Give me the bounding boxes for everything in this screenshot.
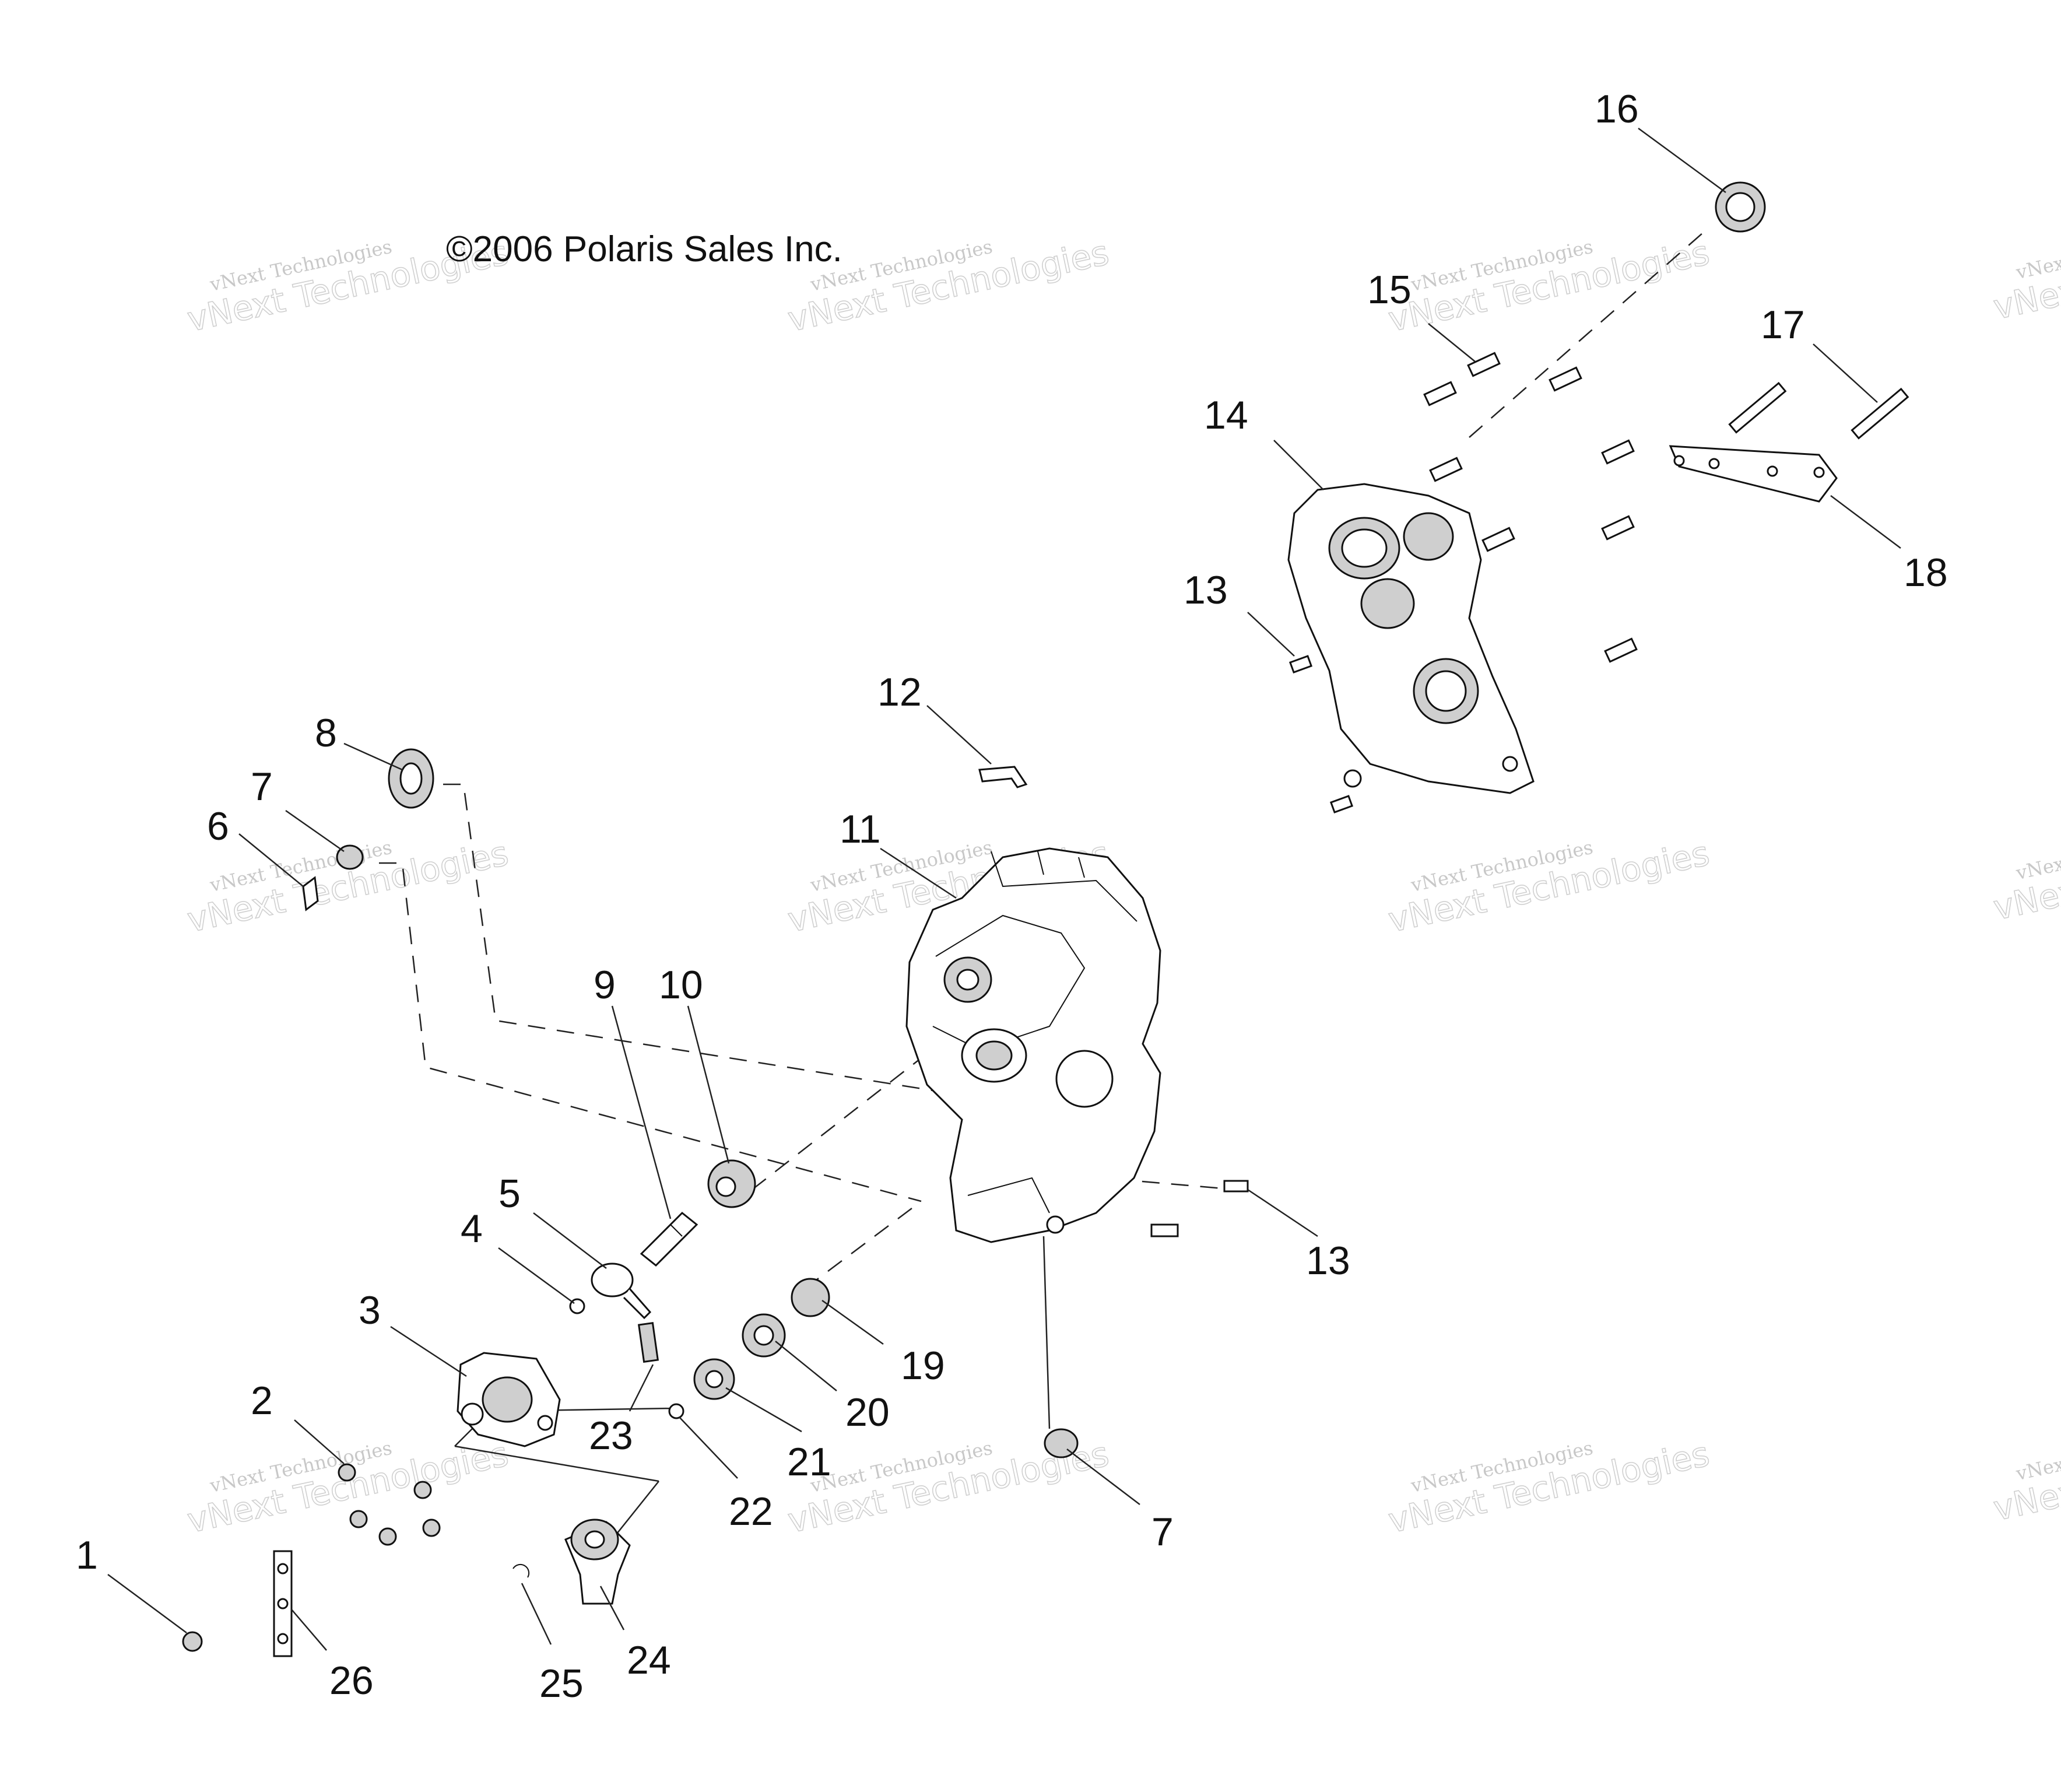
callout-25: 25 xyxy=(539,1661,584,1706)
callout-7b: 7 xyxy=(1151,1510,1174,1554)
callout-16: 16 xyxy=(1595,87,1639,131)
shift-drum-24-part xyxy=(564,1519,631,1605)
callout-11: 11 xyxy=(840,807,881,851)
callout-3: 3 xyxy=(359,1288,381,1332)
callout-24: 24 xyxy=(627,1638,671,1682)
watermark: vNext Technologies vNext Technologies xyxy=(1989,820,2061,928)
watermark: vNext Technologies vNext Technologies xyxy=(1385,833,1714,941)
shift-arm-26-part xyxy=(273,1550,293,1657)
callout-9: 9 xyxy=(594,963,616,1007)
callout-20: 20 xyxy=(845,1390,890,1435)
clip-6-part xyxy=(302,876,319,911)
callout-5: 5 xyxy=(498,1172,521,1216)
bearing-16-part xyxy=(1715,181,1766,233)
leader-lines xyxy=(107,127,1901,1651)
watermark: vNext Technologies vNext Technologies xyxy=(1989,220,2061,328)
nut-1-part xyxy=(182,1631,203,1652)
copyright-text: ©2006 Polaris Sales Inc. xyxy=(446,229,842,269)
callout-19: 19 xyxy=(901,1344,945,1388)
ball-22-part xyxy=(668,1403,684,1419)
callout-2: 2 xyxy=(251,1379,273,1423)
callout-4: 4 xyxy=(461,1207,483,1251)
case-cover-part xyxy=(1287,483,1535,794)
callout-23: 23 xyxy=(589,1414,633,1458)
watermark: vNext Technologies vNext Technologies xyxy=(184,833,512,941)
gear-19-part xyxy=(791,1278,830,1317)
callout-12: 12 xyxy=(877,670,922,714)
watermark: vNext Technologies vNext Technologies xyxy=(1989,1421,2061,1529)
spring-23-part xyxy=(637,1321,659,1363)
shift-housing-3-part xyxy=(457,1352,561,1447)
seal-8-part xyxy=(388,748,434,809)
callout-26: 26 xyxy=(329,1658,374,1703)
callout-1: 1 xyxy=(76,1533,98,1577)
callout-6: 6 xyxy=(207,804,229,848)
shift-shaft-9-part xyxy=(640,1211,698,1267)
callout-15: 15 xyxy=(1367,268,1412,312)
callout-17: 17 xyxy=(1761,303,1805,347)
callout-18: 18 xyxy=(1904,550,1948,595)
vent-fitting-part xyxy=(978,766,1028,788)
callout-13b: 13 xyxy=(1306,1239,1350,1283)
detent-cam-5-part xyxy=(591,1263,652,1320)
callout-7a: 7 xyxy=(251,765,273,809)
bracket-18-part xyxy=(1669,445,1838,503)
callout-numbers: 1 2 3 4 5 6 7 7 8 9 10 11 12 13 13 14 15… xyxy=(76,87,1948,1706)
bearing-20-part xyxy=(742,1313,786,1358)
callout-13a: 13 xyxy=(1184,568,1228,612)
dowel-pins xyxy=(1150,655,1354,1237)
cover-bolts xyxy=(1423,352,1909,663)
callout-21: 21 xyxy=(787,1440,831,1484)
callout-22: 22 xyxy=(729,1489,773,1534)
callout-10: 10 xyxy=(659,963,703,1007)
transmission-case-part xyxy=(905,847,1161,1243)
clip-25-part xyxy=(512,1563,530,1578)
gear-21-part xyxy=(693,1358,735,1400)
gear-10-part xyxy=(707,1159,756,1208)
watermark: vNext Technologies vNext Technologies xyxy=(1385,1433,1714,1541)
callout-8: 8 xyxy=(315,711,337,755)
housing-bolts xyxy=(338,1463,441,1546)
watermark: vNext Technologies vNext Technologies xyxy=(1385,232,1714,340)
watermark-layer: vNext Technologies vNext Technologies vN… xyxy=(184,220,2061,1541)
callout-14: 14 xyxy=(1204,393,1248,437)
